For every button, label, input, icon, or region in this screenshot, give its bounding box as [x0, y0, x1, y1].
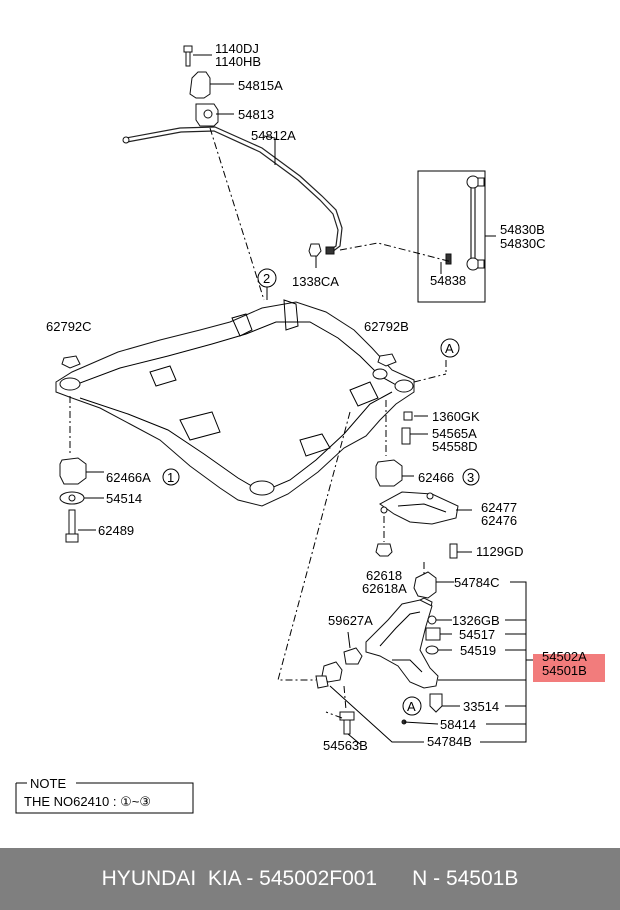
label-54784b: 54784B [427, 734, 472, 749]
label-59627a: 59627A [328, 613, 373, 628]
note-box: NOTE THE NO62410 : ①~③ [15, 776, 194, 814]
label-54830c: 54830C [500, 236, 546, 251]
label-circle-a-top: A [445, 341, 454, 356]
label-54519: 54519 [460, 643, 496, 658]
stabilizer-bar [122, 45, 343, 257]
footer-text: HYUNDAI KIA - 545002F001 N - 54501B [101, 867, 519, 890]
label-circle-2: 2 [263, 271, 270, 286]
label-1360gk: 1360GK [432, 409, 480, 424]
lower-control-arm [277, 411, 536, 745]
exploded-parts-diagram: 1140DJ 1140HB 54815A 54813 54812A 54830B… [15, 41, 605, 814]
highlight-box [533, 654, 605, 682]
label-circle-a-bottom: A [407, 699, 416, 714]
label-62489: 62489 [98, 523, 134, 538]
label-62476: 62476 [481, 513, 517, 528]
label-54517: 54517 [459, 627, 495, 642]
stabilizer-link [417, 170, 486, 303]
label-circle-1: 1 [167, 470, 174, 485]
part-labels: 1140DJ 1140HB 54815A 54813 54812A 54830B… [46, 41, 587, 753]
circle-marker-a-bottom [402, 696, 422, 716]
circle-marker-a-top [440, 338, 460, 358]
label-62618: 62618 [366, 568, 402, 583]
label-54501b: 54501B [542, 663, 587, 678]
label-54784c: 54784C [454, 575, 500, 590]
crossmember [55, 299, 415, 507]
left-mount-parts [59, 355, 104, 543]
label-54813: 54813 [238, 107, 274, 122]
label-1140dj: 1140DJ [215, 41, 259, 56]
label-54563b: 54563B [323, 738, 368, 753]
label-58414: 58414 [440, 717, 476, 732]
label-54812a: 54812A [251, 128, 296, 143]
label-62466: 62466 [418, 470, 454, 485]
label-62792b: 62792B [364, 319, 409, 334]
label-62477: 62477 [481, 500, 517, 515]
label-54565a: 54565A [432, 426, 477, 441]
label-54558d: 54558D [432, 439, 478, 454]
label-62618a: 62618A [362, 581, 407, 596]
label-54815a: 54815A [238, 78, 283, 93]
label-54514: 54514 [106, 491, 142, 506]
right-mount-parts [375, 353, 472, 559]
label-54830b: 54830B [500, 222, 545, 237]
label-62466a: 62466A [106, 470, 151, 485]
label-1338ca: 1338CA [292, 274, 339, 289]
label-62792c: 62792C [46, 319, 92, 334]
footer-bar: HYUNDAI KIA - 545002F001 N - 54501B [0, 848, 620, 910]
label-1326gb: 1326GB [452, 613, 500, 628]
label-1140hb: 1140HB [215, 54, 261, 69]
note-title: NOTE [30, 776, 66, 791]
note-body: THE NO62410 : ①~③ [24, 794, 151, 809]
label-1129gd: 1129GD [476, 544, 523, 559]
label-54502a: 54502A [542, 649, 587, 664]
leader-lines-top [193, 54, 496, 301]
circle-marker-1 [162, 468, 180, 486]
label-33514: 33514 [463, 699, 499, 714]
circle-marker-3 [462, 468, 480, 486]
label-circle-3: 3 [467, 470, 474, 485]
label-54838: 54838 [430, 273, 466, 288]
